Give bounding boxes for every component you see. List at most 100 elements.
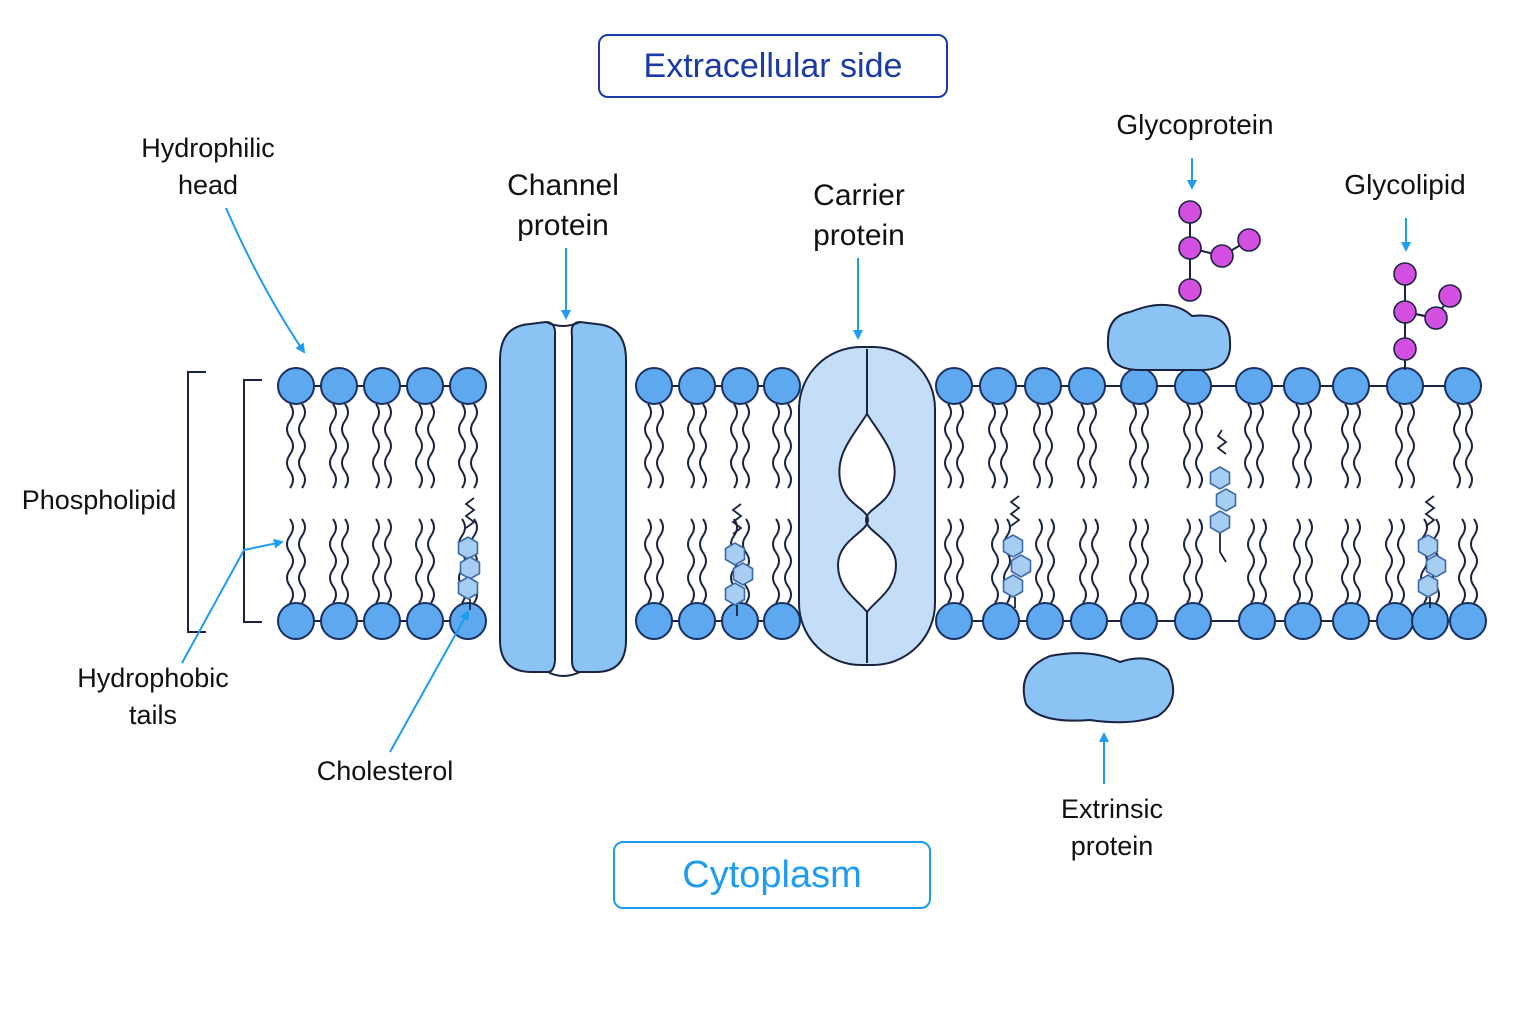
hydrophobic-tail xyxy=(415,403,423,489)
cholesterol-molecule xyxy=(1002,495,1032,608)
hydrophobic-tail xyxy=(1353,403,1361,489)
hydrophobic-tail xyxy=(1000,403,1008,489)
hydrophobic-tail xyxy=(1247,518,1255,604)
hydrophobic-tail xyxy=(384,518,392,604)
cholesterol-molecule xyxy=(1417,495,1447,608)
lipid-bilayer xyxy=(277,367,1487,640)
hydrophobic-tail xyxy=(730,403,738,489)
phospholipid-head xyxy=(320,602,358,640)
phospholipid-bracket-inner xyxy=(243,379,262,623)
phospholipid-head xyxy=(935,367,973,405)
hydrophobic-tail xyxy=(1077,403,1085,489)
hydrophobic-tail xyxy=(1395,403,1403,489)
phospholipid-head xyxy=(763,367,801,405)
phospholipid-head xyxy=(1284,602,1322,640)
phospholipid-head xyxy=(1411,602,1449,640)
cholesterol-tail xyxy=(1424,495,1436,527)
hydrophobic-tail xyxy=(427,518,435,604)
hydrophobic-tail xyxy=(384,403,392,489)
hydrophobic-tail xyxy=(944,403,952,489)
hydrophobic-tail xyxy=(427,403,435,489)
glycoprotein-body xyxy=(1106,303,1232,372)
glycoprotein-label: Glycoprotein xyxy=(1116,109,1274,140)
phospholipid-head xyxy=(363,367,401,405)
hydrophilic-head-arrow xyxy=(225,207,306,354)
phospholipid-label: Phospholipid xyxy=(21,485,177,515)
phospholipid-head xyxy=(721,602,759,640)
hydrophobic-tail xyxy=(1089,403,1097,489)
hydrophobic-tail xyxy=(1341,403,1349,489)
hydrophobic-tail xyxy=(1079,518,1087,604)
phospholipid-head xyxy=(277,602,315,640)
hydrophobic-tail xyxy=(1407,403,1415,489)
phospholipid-head xyxy=(635,602,673,640)
hydrophobic-tail xyxy=(1341,518,1349,604)
phospholipid-head xyxy=(1449,602,1487,640)
cholesterol-ring xyxy=(1417,574,1439,598)
hydrophobic-tail xyxy=(784,518,792,604)
phospholipid-head xyxy=(1238,602,1276,640)
phospholipid-head xyxy=(320,367,358,405)
phospholipid-head xyxy=(1068,367,1106,405)
cholesterol-ring xyxy=(1209,510,1231,534)
cholesterol-tail xyxy=(1009,495,1021,527)
hydrophobic-tail xyxy=(742,403,750,489)
extrinsic-protein xyxy=(1022,652,1175,724)
channel-protein-left-subunit xyxy=(499,320,557,673)
hydrophobic-tail xyxy=(1458,518,1466,604)
cholesterol-ring xyxy=(1215,488,1237,512)
cholesterol-ring xyxy=(457,536,479,560)
hydrophobic-tail xyxy=(286,518,294,604)
channel-protein xyxy=(499,320,627,677)
glycolipid-label: Glycolipid xyxy=(1344,169,1466,200)
sugar-unit xyxy=(1178,236,1202,260)
phospholipid-head xyxy=(1120,367,1158,405)
hydrophobic-tail xyxy=(329,403,337,489)
hydrophobic-tail xyxy=(699,403,707,489)
cholesterol-ring xyxy=(732,562,754,586)
hydrophobic-tail xyxy=(458,403,466,489)
hydrophobic-tail xyxy=(1453,403,1461,489)
phospholipid-head xyxy=(1386,367,1424,405)
hydrophobic-tail xyxy=(1385,518,1393,604)
carrier-protein xyxy=(798,346,936,666)
cholesterol-tail xyxy=(464,497,476,529)
hydrophobic-tail xyxy=(772,403,780,489)
phospholipid-head xyxy=(1070,602,1108,640)
hydrophobic-tail xyxy=(742,518,750,604)
hydrophobic-tail xyxy=(298,518,306,604)
phospholipid-bracket-outer xyxy=(187,371,206,633)
hydrophobic-tail xyxy=(329,518,337,604)
glycoprotein-sugar-chain xyxy=(1178,200,1261,302)
phospholipid-head xyxy=(277,367,315,405)
phospholipid-head xyxy=(449,367,487,405)
cholesterol-tail xyxy=(731,503,743,535)
cholesterol-tail xyxy=(1219,533,1227,563)
sugar-unit xyxy=(1237,228,1261,252)
hydrophobic-tail xyxy=(1033,403,1041,489)
hydrophobic-tail xyxy=(1141,518,1149,604)
cholesterol-ring xyxy=(724,542,746,566)
phospholipid-head xyxy=(635,367,673,405)
hydrophobic-tails-arrow xyxy=(181,538,284,664)
phospholipid-head xyxy=(1174,367,1212,405)
glycoprotein xyxy=(1106,200,1261,372)
cholesterol-molecule xyxy=(1209,429,1237,563)
phospholipid-head xyxy=(406,602,444,640)
hydrophobic-tail xyxy=(944,518,952,604)
glycolipid-sugar-chain xyxy=(1393,262,1462,370)
hydrophobic-tail xyxy=(988,403,996,489)
cholesterol-molecule xyxy=(457,497,481,610)
phospholipid-head xyxy=(1444,367,1482,405)
hydrophobic-tail xyxy=(1129,403,1137,489)
cholesterol-ring xyxy=(457,576,479,600)
phospholipid-head xyxy=(363,602,401,640)
hydrophobic-tail xyxy=(1129,518,1137,604)
hydrophobic-tail xyxy=(1293,518,1301,604)
phospholipid-head xyxy=(1283,367,1321,405)
phospholipid-head xyxy=(1376,602,1414,640)
hydrophobic-tail xyxy=(1195,518,1203,604)
hydrophobic-tail xyxy=(1259,518,1267,604)
